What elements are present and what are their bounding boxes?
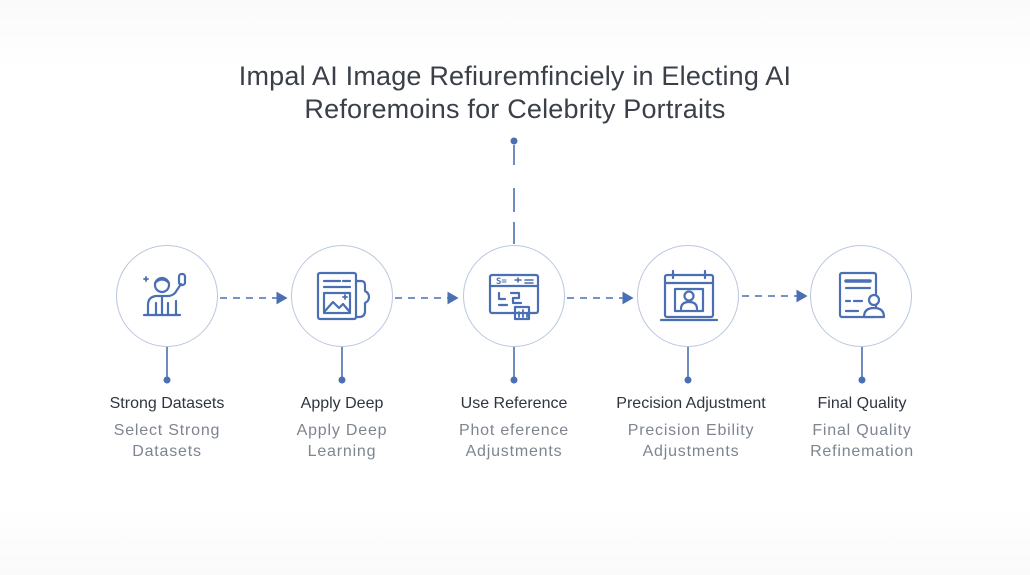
image-document-icon [316, 271, 371, 321]
step-label-5: Final Quality Final Quality Refinemation [762, 394, 962, 462]
drop-line-2 [338, 347, 346, 384]
step-description: Final Quality Refinemation [810, 422, 914, 460]
reference-screen-icon: S= [488, 273, 540, 321]
step-node-1 [116, 245, 218, 347]
step-title: Precision Adjustment [616, 395, 766, 412]
diagram-title: Impal AI Image Refiuremfinciely in Elect… [0, 60, 1030, 126]
drop-line-3 [510, 347, 518, 384]
step-node-5 [810, 245, 912, 347]
drop-line-5 [858, 347, 866, 384]
step-title: Use Reference [460, 395, 568, 412]
step-node-2 [291, 245, 393, 347]
svg-text:S=: S= [496, 277, 507, 287]
step-label-1: Strong Datasets Select Strong Datasets [67, 394, 267, 462]
calendar-portrait-icon [659, 269, 719, 322]
step-label-4: Precision Adjustment Precision Ebility A… [586, 394, 796, 462]
step-label-3: Use Reference Phot eference Adjustments [406, 394, 622, 462]
step-description: Phot eference Adjustments [458, 422, 570, 460]
step-label-2: Apply Deep Apply Deep Learning [242, 394, 442, 462]
title-line-2: Reforemoins for Celebrity Portraits [304, 94, 726, 124]
step-node-3: S= [463, 245, 565, 347]
profile-document-icon [838, 271, 886, 319]
drop-line-1 [163, 347, 171, 384]
drop-line-4 [684, 347, 692, 384]
person-waving-icon [142, 272, 187, 317]
step-title: Strong Datasets [109, 395, 225, 412]
step-node-4 [637, 245, 739, 347]
step-description: Select Strong Datasets [113, 422, 221, 460]
title-line-1: Impal AI Image Refiuremfinciely in Elect… [238, 61, 792, 91]
step-title: Final Quality [817, 395, 907, 412]
step-title: Apply Deep [300, 395, 384, 412]
step-description: Apply Deep Learning [296, 422, 388, 460]
top-connector [510, 137, 518, 244]
step-description: Precision Ebility Adjustments [627, 422, 755, 460]
